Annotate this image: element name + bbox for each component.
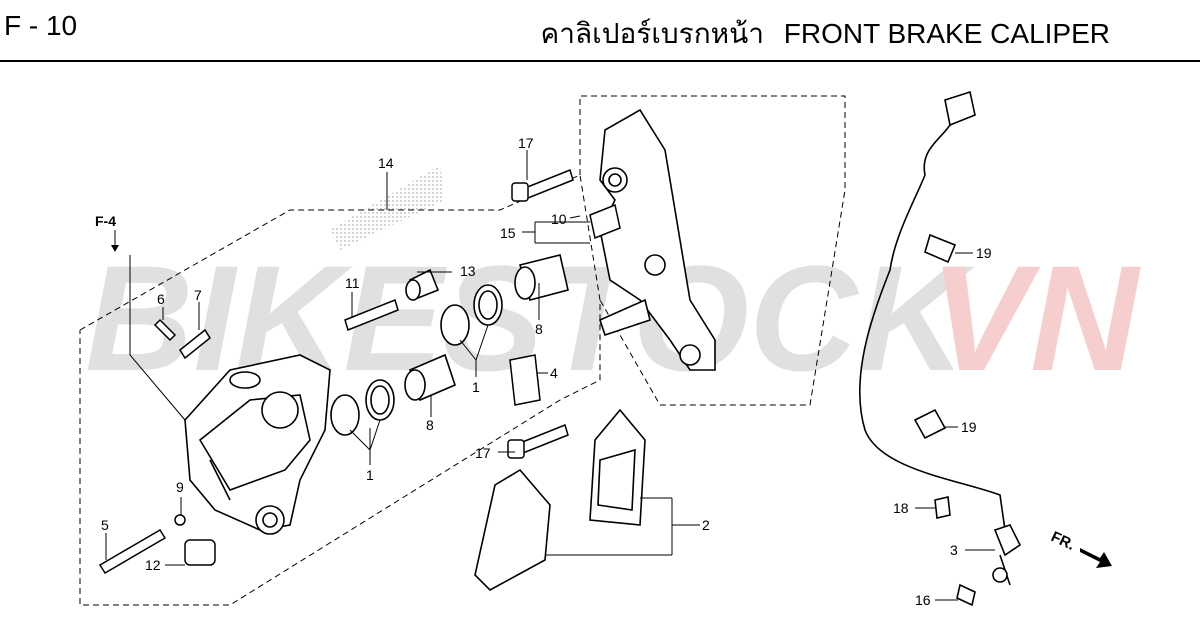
- callout-15: 15: [500, 225, 516, 241]
- title-english: FRONT BRAKE CALIPER: [783, 18, 1110, 49]
- callout-12: 12: [145, 557, 161, 573]
- front-direction-arrow: FR.: [1048, 528, 1112, 568]
- wheel-speed-sensor: [859, 90, 1022, 607]
- callout-8-upper: 8: [535, 321, 543, 337]
- callout-3: 3: [950, 542, 958, 558]
- callout-f4: F-4: [95, 213, 116, 229]
- callout-1-lower: 1: [366, 467, 374, 483]
- title-thai: คาลิเปอร์เบรกหน้า: [540, 18, 764, 49]
- callout-7: 7: [194, 287, 202, 303]
- callout-19-upper: 19: [976, 245, 992, 261]
- small-parts: [98, 168, 621, 575]
- callout-1-upper: 1: [472, 379, 480, 395]
- callout-16: 16: [915, 592, 931, 608]
- page-title: คาลิเปอร์เบรกหน้า FRONT BRAKE CALIPER: [529, 12, 1110, 56]
- group-outline-caliper: [79, 174, 601, 606]
- page-header: F - 10 คาลิเปอร์เบรกหน้า FRONT BRAKE CAL…: [0, 0, 1200, 62]
- brake-pads: [474, 408, 646, 591]
- page-code: F - 10: [4, 10, 78, 41]
- callout-numbers: F-4 14 17 10 15 11 13 6 7 8 4 1 8 1 17 9…: [95, 135, 992, 608]
- callout-17-top: 17: [518, 135, 534, 151]
- f4-arrowhead: [111, 245, 119, 252]
- callout-13: 13: [460, 263, 476, 279]
- callout-18: 18: [893, 500, 909, 516]
- fr-label: FR.: [1048, 528, 1077, 554]
- leader-lines: [105, 150, 995, 601]
- callout-17-lower: 17: [475, 445, 491, 461]
- watermark-text-red: VN: [930, 234, 1141, 402]
- pistons-and-seals: [330, 254, 569, 436]
- group-outline-bracket: [579, 95, 846, 406]
- f4-leader: [129, 255, 186, 421]
- callout-9: 9: [176, 479, 184, 495]
- callout-5: 5: [101, 517, 109, 533]
- callout-11: 11: [345, 275, 360, 291]
- callout-14: 14: [378, 155, 394, 171]
- callout-6: 6: [157, 291, 165, 307]
- callout-8-lower: 8: [426, 417, 434, 433]
- caliper-body: [184, 354, 331, 535]
- caliper-bracket: [599, 108, 716, 371]
- callout-10: 10: [551, 211, 567, 227]
- header-divider: [0, 60, 1200, 62]
- callout-4: 4: [550, 365, 558, 381]
- callout-19-lower: 19: [961, 419, 977, 435]
- callout-2: 2: [702, 517, 710, 533]
